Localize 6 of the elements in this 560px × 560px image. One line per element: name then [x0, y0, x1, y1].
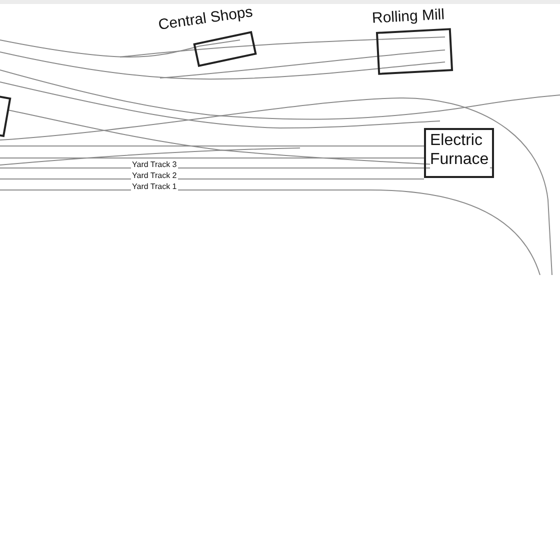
- track-label: Yard Track 3: [131, 160, 178, 169]
- building-label: Central Shops: [157, 3, 254, 34]
- building-label: Rolling Mill: [372, 6, 445, 27]
- building-label: Electric Furnace: [430, 131, 490, 169]
- track-label: Yard Track 1: [131, 182, 178, 191]
- track-label: Yard Track 2: [131, 171, 178, 180]
